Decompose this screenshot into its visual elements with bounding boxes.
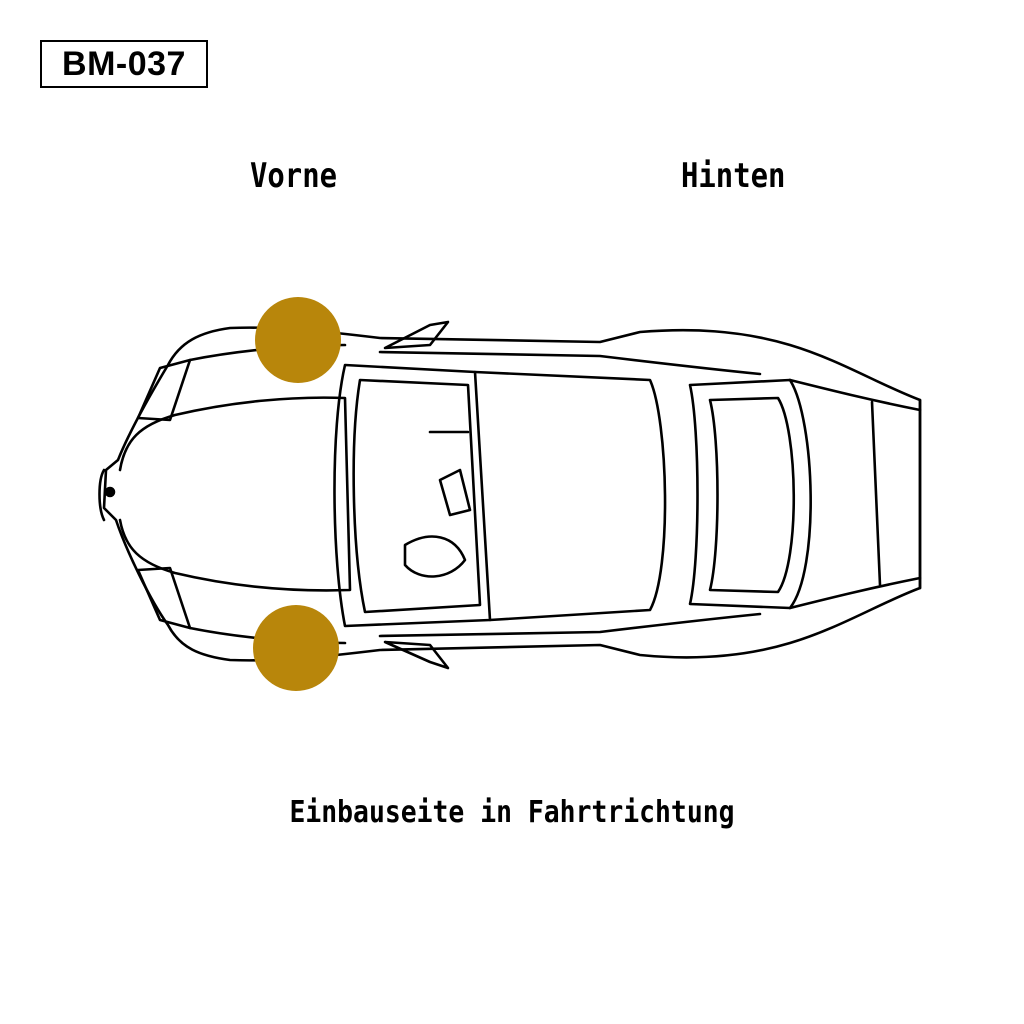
seat xyxy=(438,468,472,517)
side-line-right xyxy=(378,612,762,638)
side-line-left xyxy=(378,350,762,376)
mirror-left xyxy=(383,320,450,350)
windshield xyxy=(333,363,492,628)
product-code-badge: BM-037 xyxy=(40,40,208,88)
position-marker-front-left xyxy=(255,297,341,383)
car-roof xyxy=(473,370,667,622)
installation-caption: Einbauseite in Fahrtrichtung xyxy=(289,795,735,830)
mirror-right xyxy=(383,640,450,670)
car-nose xyxy=(98,468,106,522)
rear-deck xyxy=(788,378,922,412)
position-marker-front-right xyxy=(253,605,339,691)
rear-deck-lower xyxy=(788,576,922,610)
front-label: Vorne xyxy=(250,156,338,196)
windshield-inner xyxy=(352,378,482,614)
car-body-outline xyxy=(102,326,922,662)
rear-window-inner xyxy=(708,396,796,594)
steering-wheel xyxy=(403,535,467,578)
rear-label: Hinten xyxy=(681,156,786,196)
rear-spoiler xyxy=(870,400,882,587)
